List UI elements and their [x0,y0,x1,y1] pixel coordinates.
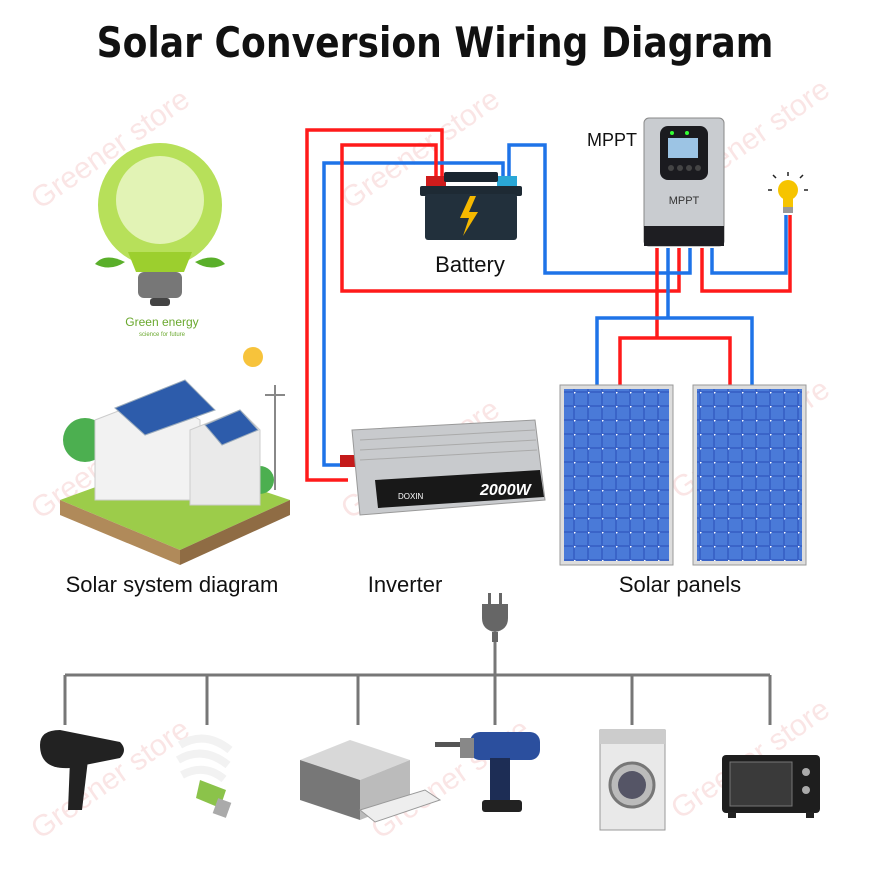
wire-positive-load [700,215,792,293]
printer-icon [300,740,442,823]
ac-bus [63,642,772,725]
page-title: Solar Conversion Wiring Diagram [96,18,774,67]
inverter-icon: DOXIN 2000W [340,419,546,516]
microwave-oven-icon [722,755,820,818]
green-energy-subtext: science for future [139,332,186,338]
mppt-label: MPPT [586,130,638,150]
ac-plug-icon [482,593,508,642]
mppt-controller-icon: MPPT [643,117,725,247]
mppt-face-label: MPPT [669,195,700,207]
hair-dryer-icon [40,730,124,810]
battery-icon [420,172,522,240]
inverter-power: 2000W [479,482,533,499]
green-energy-bulb-icon: Green energy science for future [95,143,225,338]
power-drill-icon [435,732,540,812]
wire-negative-inverter [322,161,505,467]
wires [305,128,792,482]
solar-house-illustration [60,347,290,565]
solar-system-label: Solar system diagram [65,572,279,597]
wire-negative-load [710,215,788,275]
wire-positive-battery-mppt [340,143,681,293]
battery-label: Battery [435,252,505,277]
green-energy-text: Green energy [125,315,198,329]
wire-negative-battery-mppt [507,143,692,275]
washing-machine-icon [599,729,666,831]
light-bulb-icon [768,172,808,213]
solar-panel-left-icon [559,384,674,566]
solar-panel-right-icon [692,384,807,566]
cfl-bulb-icon [175,734,233,818]
inverter-label: Inverter [367,572,443,597]
inverter-brand: DOXIN [398,492,424,501]
solar-panels-label: Solar panels [618,572,742,597]
wire-positive-inverter [305,128,444,482]
